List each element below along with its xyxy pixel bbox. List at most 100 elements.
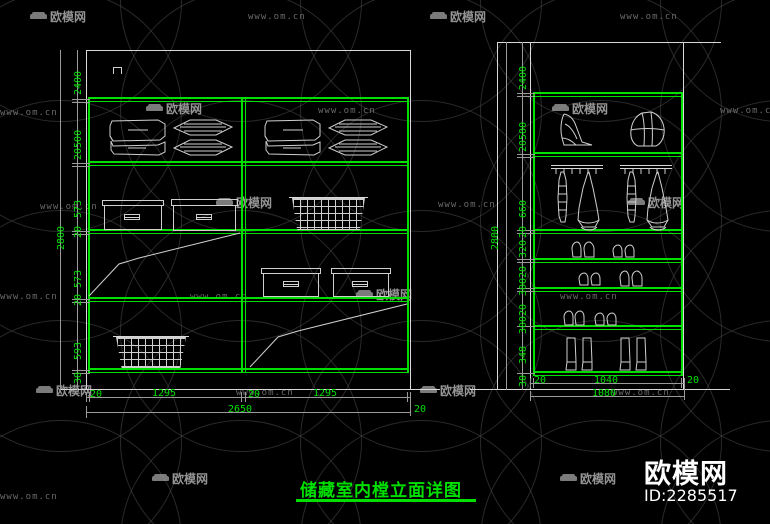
side-left-wall <box>497 42 498 390</box>
boot-pair-icon <box>564 336 596 371</box>
cabinet-mid-divider-b <box>245 97 246 373</box>
side-shelf-top <box>533 92 683 94</box>
dim-tick <box>72 231 90 232</box>
dim-tick <box>681 378 682 388</box>
hanging-garment-line <box>89 232 241 298</box>
watermark-url-text: www.om.cn <box>720 106 770 116</box>
watermark-logo-text: 欧模网 <box>166 102 203 116</box>
side-shelf-4 <box>533 258 683 260</box>
dim-r-320: 320 <box>518 239 529 258</box>
drawing-title: 储藏室内樘立面详图 <box>300 481 462 501</box>
sofa-icon <box>420 386 437 395</box>
dim-tick <box>533 378 534 388</box>
dim-h-1295b: 1295 <box>313 388 338 399</box>
side-shelf-4b <box>533 262 683 263</box>
hanging-garment-icon <box>555 172 571 224</box>
side-inner-wall <box>530 42 531 390</box>
dim-tick <box>517 96 535 97</box>
shelf-rail-top <box>88 97 409 99</box>
title-underline <box>296 499 476 502</box>
dim-tick <box>517 259 535 260</box>
dim-chain-inner-left <box>77 50 78 390</box>
sofa-icon <box>36 386 53 395</box>
dim-tick <box>407 392 408 402</box>
side-shelf-3 <box>533 229 683 231</box>
handbag-icon <box>628 110 670 150</box>
dim-tick <box>86 392 87 402</box>
brand-name: 欧模网 <box>644 459 728 490</box>
side-top-line <box>497 42 721 43</box>
dim-r-348: 348 <box>518 345 529 364</box>
side-shelf-3b <box>533 233 683 234</box>
dim-r-660: 660 <box>518 199 529 218</box>
dim-tick <box>72 99 90 100</box>
hanging-rod <box>551 165 603 166</box>
shoe-pair-icon <box>562 310 590 326</box>
dim-2400: 2400 <box>73 70 84 95</box>
cabinet-mid-divider <box>241 97 243 373</box>
shelf-rail-3 <box>88 229 409 231</box>
dim-tick <box>517 157 535 158</box>
hanger-hooks-icon <box>621 168 671 176</box>
shoe-pair-icon <box>594 312 620 326</box>
dim-r-20b: 20 <box>518 265 529 278</box>
dim-tick <box>517 288 535 289</box>
folded-towels-icon <box>172 118 234 158</box>
dim-tick <box>530 391 531 401</box>
cabinet-right-jamb <box>410 50 411 390</box>
dim-tick <box>517 154 535 155</box>
sofa-icon <box>560 474 577 483</box>
shoe-pair-icon <box>578 272 604 286</box>
watermark-url-text: www.om.cn <box>318 106 376 116</box>
watermark-url-text: www.om.cn <box>0 108 58 118</box>
side-shelf-5 <box>533 287 683 289</box>
dim-20: 20 <box>73 225 84 238</box>
watermark-logo-text: 欧模网 <box>440 384 477 398</box>
shelf-rail-3b <box>88 233 409 234</box>
dim-tick <box>72 102 90 103</box>
folded-blanket-icon <box>108 118 168 156</box>
side-shelf-6 <box>533 325 683 327</box>
dim-593: 593 <box>73 341 84 360</box>
dim-r-30: 30 <box>518 374 529 387</box>
hanging-garment-line <box>250 303 408 369</box>
hanging-rod <box>620 165 672 166</box>
folded-blanket-icon <box>263 118 323 156</box>
shelf-rail-top-b <box>88 101 409 102</box>
dim-chain-outer-left <box>60 50 61 390</box>
watermark-logo: 欧模网 <box>430 8 486 25</box>
side-shelf-top-b <box>533 96 683 97</box>
dim-30: 30 <box>73 371 84 384</box>
side-shelf-5b <box>533 291 683 292</box>
shoe-pair-icon <box>570 241 598 258</box>
shelf-rail-4 <box>88 297 409 299</box>
cabinet-side-left <box>88 97 90 373</box>
dim-rh-20: 20 <box>534 375 547 386</box>
dim-tick <box>517 373 535 374</box>
dim-overall-width-2650: 2650 <box>228 404 253 415</box>
sofa-icon <box>30 12 47 21</box>
watermark-url-text: www.om.cn <box>248 12 306 22</box>
dim-tick <box>530 378 531 388</box>
dim-tick <box>72 373 90 374</box>
dim-chain-outer-bottom-r <box>530 396 684 397</box>
dim-rh-overall-width-1080: 1080 <box>592 388 617 399</box>
dim-20500: 20500 <box>73 129 84 160</box>
sofa-icon <box>152 474 169 483</box>
model-id: ID:2285517 <box>644 486 738 505</box>
dim-tick <box>72 302 90 303</box>
dim-20b: 20 <box>73 293 84 306</box>
watermark-logo: 欧模网 <box>146 100 202 117</box>
dim-tick <box>517 326 535 327</box>
hanging-garment-icon <box>644 172 672 232</box>
dim-tick <box>517 230 535 231</box>
shelf-rail-bottom-b <box>88 372 409 373</box>
dim-r-300: 300 <box>518 277 529 296</box>
sofa-icon <box>430 12 447 21</box>
watermark-logo: 欧模网 <box>152 470 208 487</box>
hanging-garment-icon <box>575 172 603 232</box>
hanging-garment-icon <box>624 172 640 224</box>
dim-r-300b: 300 <box>518 315 529 334</box>
dim-tick <box>517 233 535 234</box>
